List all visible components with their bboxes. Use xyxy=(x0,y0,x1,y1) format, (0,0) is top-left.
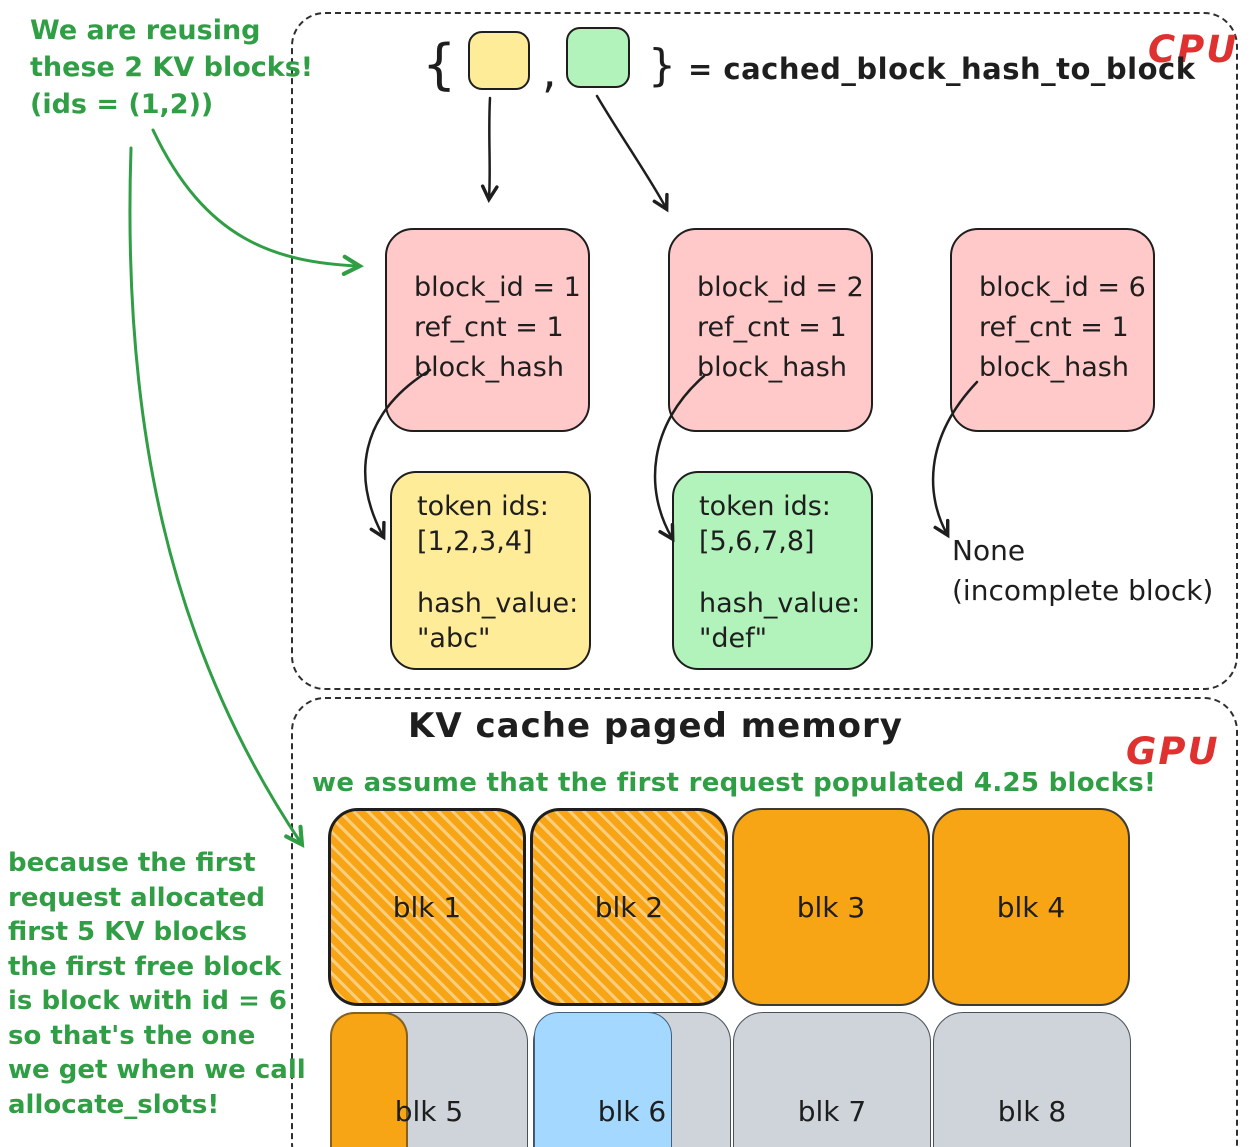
dict-assignment-text: = cached_block_hash_to_block xyxy=(688,51,1196,86)
spacer xyxy=(417,559,589,586)
memory-block-5: blk 5 xyxy=(330,1012,528,1147)
memory-block-6: blk 6 xyxy=(533,1012,731,1147)
spacer xyxy=(699,559,871,586)
note-line: we get when we call xyxy=(8,1055,306,1085)
dict-open-brace: { xyxy=(422,33,457,96)
hash-value-label: hash_value: xyxy=(417,588,579,619)
kv-block-id: block_id = 1 xyxy=(414,272,581,303)
block-label: blk 8 xyxy=(997,1094,1067,1128)
dict-close-brace: } xyxy=(648,40,676,91)
block-label: blk 6 xyxy=(597,1094,667,1128)
note-line: We are reusing xyxy=(30,15,261,46)
gpu-section-title: KV cache paged memory xyxy=(408,706,903,746)
memory-block-2: blk 2 xyxy=(530,808,728,1006)
none-line: None xyxy=(952,534,1026,567)
note-line: these 2 KV blocks! xyxy=(30,52,314,83)
memory-block-1: blk 1 xyxy=(328,808,526,1006)
block-label: blk 7 xyxy=(797,1094,867,1128)
kv-block-card-6: block_id = 6 ref_cnt = 1 block_hash xyxy=(950,228,1155,432)
arrow-reusing-note-to-memory-blocks xyxy=(128,146,305,848)
memory-block-8: blk 8 xyxy=(933,1012,1131,1147)
kv-block-id: block_id = 6 xyxy=(979,272,1146,303)
note-line: the first free block xyxy=(8,951,282,982)
note-line: request allocated xyxy=(8,882,266,913)
kv-block-card-1: block_id = 1 ref_cnt = 1 block_hash xyxy=(385,228,590,432)
kv-block-hash: block_hash xyxy=(414,352,564,383)
note-line: so that's the one xyxy=(8,1020,256,1051)
note-first-request-assumption: we assume that the first request populat… xyxy=(312,768,1157,798)
note-line: (ids = (1,2)) xyxy=(30,89,214,120)
token-ids-label: token ids: xyxy=(417,491,549,522)
block-label: blk 4 xyxy=(996,890,1066,924)
none-line: (incomplete block) xyxy=(952,574,1214,607)
hash-value: "abc" xyxy=(417,623,491,654)
kv-block-hash: block_hash xyxy=(979,352,1129,383)
block-label: blk 1 xyxy=(392,890,462,924)
kv-block-hash: block_hash xyxy=(697,352,847,383)
kv-ref-cnt: ref_cnt = 1 xyxy=(414,312,564,343)
note-line: allocate_slots! xyxy=(8,1089,220,1120)
note-line: first 5 KV blocks xyxy=(8,917,248,947)
block-5-populated-portion xyxy=(330,1012,408,1147)
note-line: is block with id = 6 xyxy=(8,986,288,1016)
block-6-allocated-portion xyxy=(534,1012,672,1147)
cpu-region-label: CPU xyxy=(1148,28,1239,71)
block-label: blk 3 xyxy=(796,890,866,924)
hash-value: "def" xyxy=(699,623,768,654)
memory-block-7: blk 7 xyxy=(733,1012,931,1147)
note-line: because the first xyxy=(8,848,256,878)
dict-comma: , xyxy=(542,44,557,98)
kv-block-id: block_id = 2 xyxy=(697,272,864,303)
kv-ref-cnt: ref_cnt = 1 xyxy=(979,312,1129,343)
hash-value-label: hash_value: xyxy=(699,588,861,619)
token-card-abc: token ids: [1,2,3,4] hash_value: "abc" xyxy=(390,471,591,670)
block-label: blk 5 xyxy=(394,1094,464,1128)
kv-block-card-2: block_id = 2 ref_cnt = 1 block_hash xyxy=(668,228,873,432)
kv-ref-cnt: ref_cnt = 1 xyxy=(697,312,847,343)
note-reusing-blocks: We are reusing these 2 KV blocks! (ids =… xyxy=(30,12,313,123)
memory-block-4: blk 4 xyxy=(932,808,1130,1006)
token-ids-label: token ids: xyxy=(699,491,831,522)
dict-yellow-hash-box xyxy=(468,31,530,90)
memory-block-3: blk 3 xyxy=(732,808,930,1006)
token-ids-value: [5,6,7,8] xyxy=(699,526,815,557)
dict-green-hash-box xyxy=(566,27,630,88)
dict-assignment: } = cached_block_hash_to_block xyxy=(648,40,1196,91)
token-ids-value: [1,2,3,4] xyxy=(417,526,533,557)
gpu-region-box xyxy=(291,697,1238,1147)
note-allocate-slots: because the first request allocated firs… xyxy=(8,846,306,1122)
block-label: blk 2 xyxy=(594,890,664,924)
gpu-region-label: GPU xyxy=(1126,730,1220,773)
none-incomplete-note: None (incomplete block) xyxy=(952,531,1213,611)
token-card-def: token ids: [5,6,7,8] hash_value: "def" xyxy=(672,471,873,670)
